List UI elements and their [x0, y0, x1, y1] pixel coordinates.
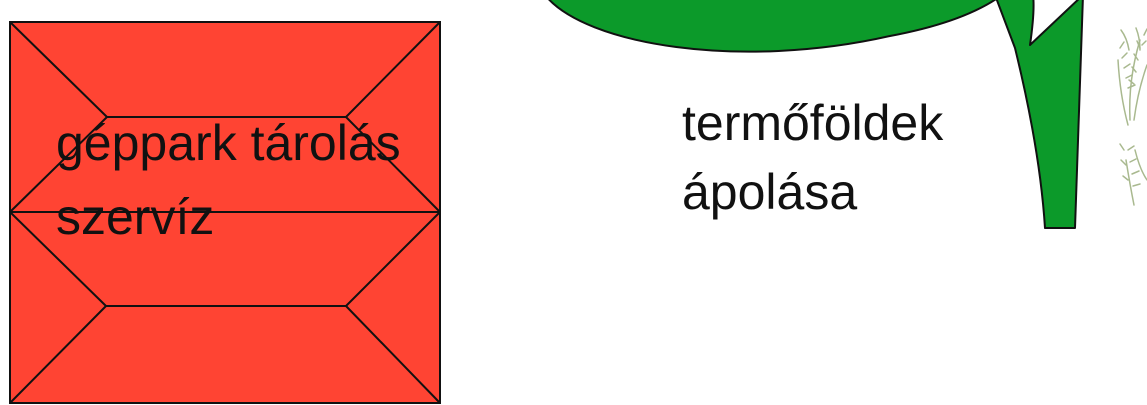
land-care-label-line1: termőföldek: [682, 98, 943, 148]
garage-label-line1: géppark tárolás: [56, 118, 401, 168]
garage-label-line2: szervíz: [56, 192, 214, 242]
grass-plant-icon: [1118, 28, 1147, 205]
land-care-label-line2: ápolása: [682, 167, 857, 217]
